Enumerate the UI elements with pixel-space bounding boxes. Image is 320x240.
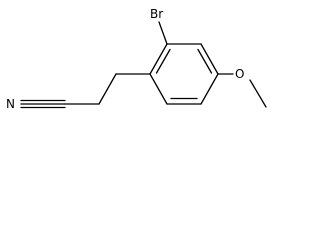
ring-bond-c3-c4	[200, 43, 219, 75]
ring-double-c1-c2	[155, 48, 171, 74]
ring-bond-c4-c5	[200, 73, 219, 105]
ring-double-c3-c4	[197, 48, 213, 74]
ring-bond-c1-c2	[149, 43, 168, 75]
molecule-structure: Br O N	[6, 7, 267, 111]
ring-bond-c6-c1	[149, 73, 168, 105]
oxygen-label: O	[235, 67, 244, 81]
bond-o-ch3	[249, 79, 267, 108]
nitrogen-label: N	[6, 97, 15, 111]
bromine-label: Br	[150, 7, 163, 21]
bond-c2-br	[158, 21, 168, 45]
bond-ch2-ch2	[98, 73, 117, 105]
